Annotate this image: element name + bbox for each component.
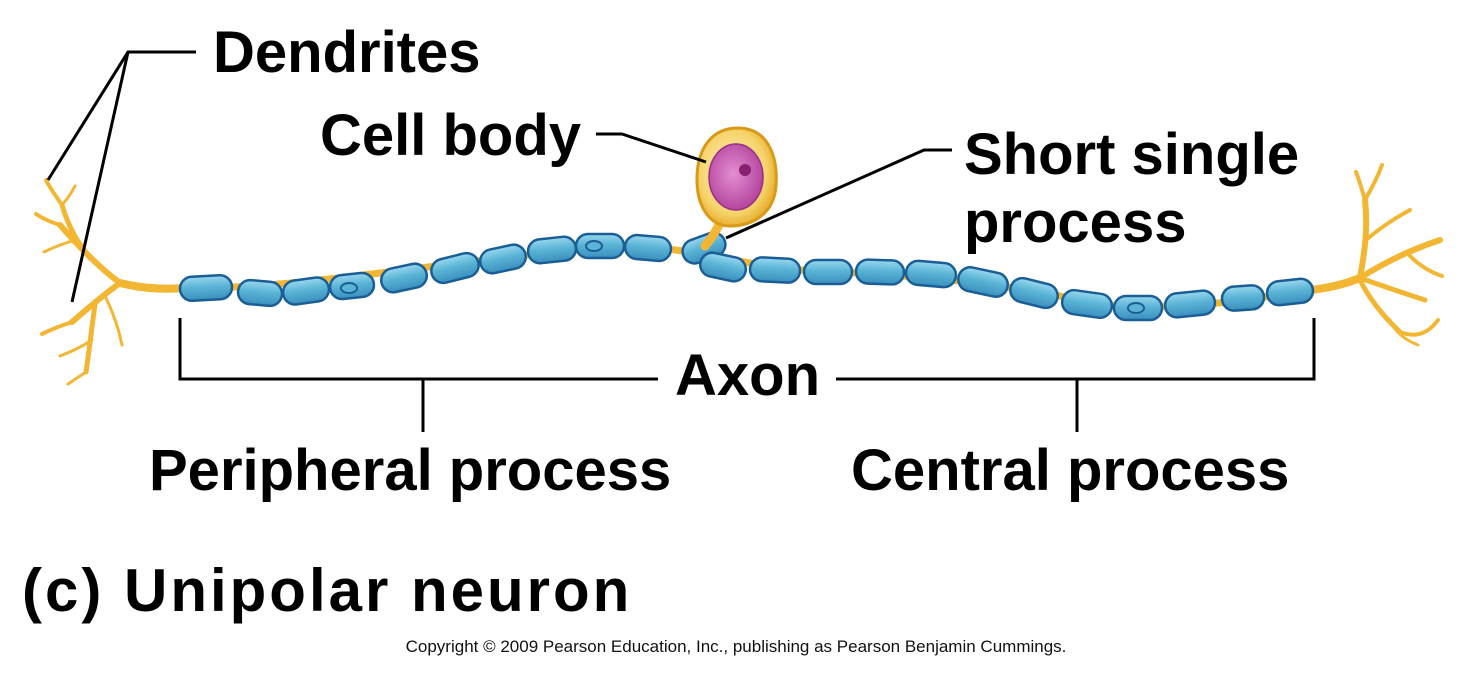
axon-bracket <box>178 318 658 381</box>
leader-lines <box>46 50 1316 432</box>
peripheral-process-label: Peripheral process <box>149 438 672 503</box>
short-single-process-line1: Short single <box>964 122 1300 187</box>
cell-body-label: Cell body <box>320 103 582 168</box>
short-single-process-label: Short single process <box>964 121 1299 257</box>
short-process-leader <box>725 148 952 240</box>
copyright-notice: Copyright © 2009 Pearson Education, Inc.… <box>405 637 1067 656</box>
cell-body-leader <box>596 132 707 164</box>
nucleolus <box>739 164 751 176</box>
figure-title: (c) Unipolar neuron <box>22 557 633 624</box>
cell-body <box>695 126 778 228</box>
schwann-nuclei <box>340 240 1145 314</box>
axon-label: Axon <box>675 343 820 408</box>
nucleus <box>708 143 764 211</box>
dendrites-label: Dendrites <box>213 20 481 85</box>
short-single-process-line2: process <box>964 189 1187 255</box>
dendrites-leader <box>46 50 196 181</box>
left-dendrites <box>34 178 189 386</box>
myelin-sheath <box>178 231 1315 322</box>
axon-terminals <box>1306 163 1444 347</box>
central-process-label: Central process <box>851 438 1290 503</box>
